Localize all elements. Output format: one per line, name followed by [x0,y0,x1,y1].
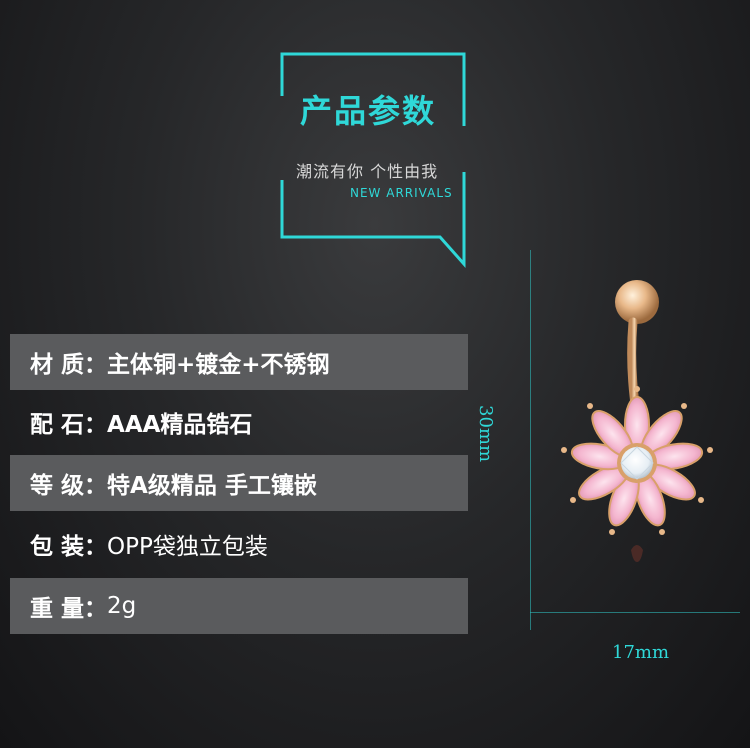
spec-value: 主体铜+镀金+不锈钢 [107,352,330,378]
spec-row-stone: 配 石： AAA精品锆石 [10,394,468,450]
spec-row-grade: 等 级： 特A级精品 手工镶嵌 [10,455,468,511]
height-dimension-label: 30mm [475,405,496,463]
spec-label: 包 装： [30,534,108,560]
spec-label: 重 量： [30,596,108,622]
spec-label: 配 石： [30,412,108,438]
spec-row-weight: 重 量： 2g [10,578,468,634]
spec-value: 2g [107,593,137,619]
slogan-text: 潮流有你 个性由我 [296,162,439,181]
new-arrivals-label: NEW ARRIVALS [350,186,453,200]
spec-label: 等 级： [30,473,108,499]
height-dimension-line [530,250,531,630]
width-dimension-label: 17mm [612,642,670,663]
spec-row-package: 包 装： OPP袋独立包装 [10,516,468,572]
belly-ring-image [555,278,725,582]
page-title: 产品参数 [300,92,437,130]
spec-value: AAA精品锆石 [107,412,253,438]
spec-value: 特A级精品 手工镶嵌 [107,473,317,499]
width-dimension-line [530,612,740,613]
spec-value: OPP袋独立包装 [107,534,268,560]
spec-row-material: 材 质： 主体铜+镀金+不锈钢 [10,334,468,390]
spec-label: 材 质： [30,352,108,378]
title-frame [280,52,466,268]
